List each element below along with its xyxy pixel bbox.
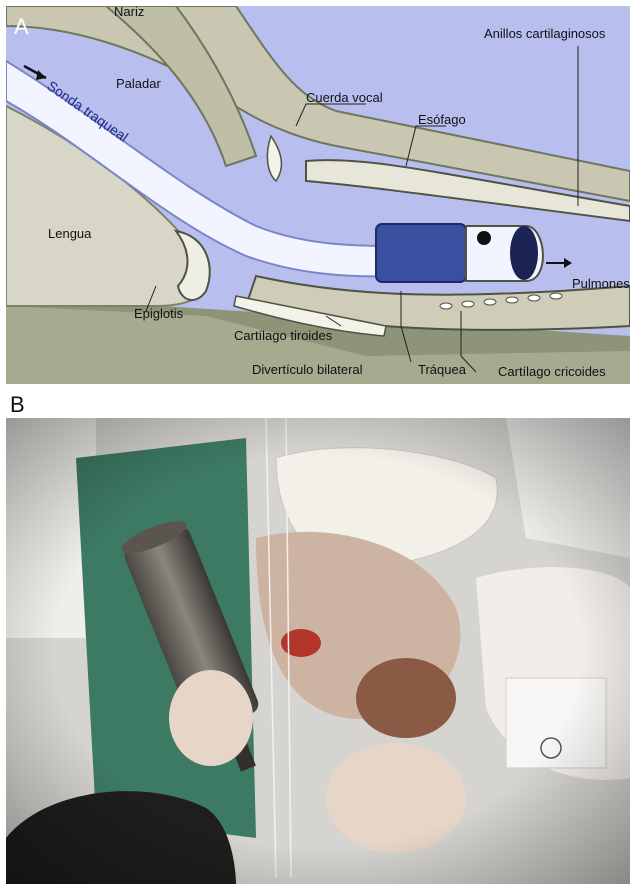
label-lengua: Lengua: [48, 226, 92, 241]
label-pulmones: Pulmones: [572, 276, 630, 291]
tube-opening: [510, 226, 538, 280]
label-esofago: Esófago: [418, 112, 466, 127]
label-cartilago-cricoides: Cartílago cricoides: [498, 364, 606, 379]
label-cuerda-vocal: Cuerda vocal: [306, 90, 383, 105]
intubation-diagram: Nariz Paladar Sonda traqueal Cuerda voca…: [6, 6, 630, 384]
intubation-photo: [6, 418, 630, 884]
label-anillos: Anillos cartilaginosos: [484, 26, 606, 41]
label-diverticulo: Divertículo bilateral: [252, 362, 363, 377]
tube-cuff: [376, 224, 466, 282]
vocal-cord-shape: [267, 136, 281, 181]
label-cartilago-tiroides: Cartílago tiroides: [234, 328, 333, 343]
photo-vignette: [6, 418, 630, 884]
panel-b-label: B: [10, 392, 25, 418]
lung-arrow-head: [564, 258, 572, 268]
label-paladar: Paladar: [116, 76, 161, 91]
diagram-canvas: Nariz Paladar Sonda traqueal Cuerda voca…: [6, 6, 630, 384]
label-nariz: Nariz: [114, 6, 144, 19]
label-traquea: Tráquea: [418, 362, 467, 377]
murphy-eye: [477, 231, 491, 245]
panel-a-label: A: [14, 14, 29, 40]
label-epiglotis: Epiglotis: [134, 306, 184, 321]
photo-canvas: [6, 418, 630, 884]
